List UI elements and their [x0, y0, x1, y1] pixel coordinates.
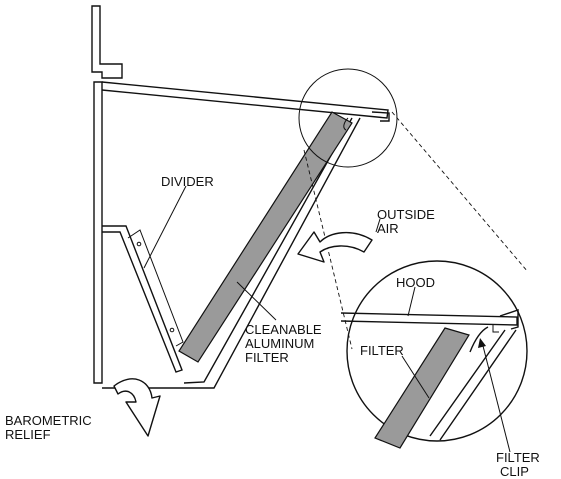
outside-air-leader [375, 218, 381, 233]
label-filter: FILTER [360, 343, 404, 358]
hood-panel [101, 81, 389, 119]
filter-clip-leader [481, 341, 511, 453]
cleanable-aluminum-filter [178, 111, 353, 363]
detail-hood-panel [340, 312, 518, 326]
label-barometric-1: BAROMETRIC [5, 413, 92, 428]
label-barometric-2: RELIEF [5, 427, 51, 442]
cleanable-filter-leader [236, 281, 277, 321]
divider-leader [143, 185, 187, 269]
label-filter-clip-2: CLIP [500, 464, 529, 479]
filter-leader [401, 355, 430, 399]
hood-leader [407, 286, 416, 317]
wall-top-flange [91, 5, 123, 79]
divider-bracket [127, 229, 184, 347]
detail-filter-clip-hook [492, 324, 499, 333]
projection-line-top [391, 111, 529, 273]
label-cleanable-1: CLEANABLE [245, 322, 322, 337]
label-cleanable-3: FILTER [245, 350, 289, 365]
hood-lip [371, 111, 390, 122]
detail-hood-diagonal [429, 329, 517, 441]
unit-side-wall [93, 81, 103, 384]
detail-hood-lip [499, 309, 519, 330]
divider [102, 225, 183, 373]
label-outside-air-2: AIR [377, 221, 399, 236]
detail-filter-clip [469, 326, 489, 353]
divider-rivet-bottom [169, 327, 175, 333]
label-cleanable-2: ALUMINUM [245, 336, 314, 351]
filter-clip-main [343, 117, 349, 131]
label-divider: DIVIDER [161, 174, 214, 189]
barometric-relief-arrow [113, 378, 161, 437]
detail-enlarged-circle [346, 260, 528, 442]
projection-line-bottom [303, 149, 353, 350]
filter-clip-leader-arrowhead [478, 338, 486, 348]
divider-rivet-top [136, 241, 142, 247]
label-outside-air-1: OUTSIDE [377, 207, 435, 222]
label-filter-clip-1: FILTER [496, 450, 540, 465]
outside-air-arrow [297, 231, 373, 263]
label-hood: HOOD [396, 275, 435, 290]
